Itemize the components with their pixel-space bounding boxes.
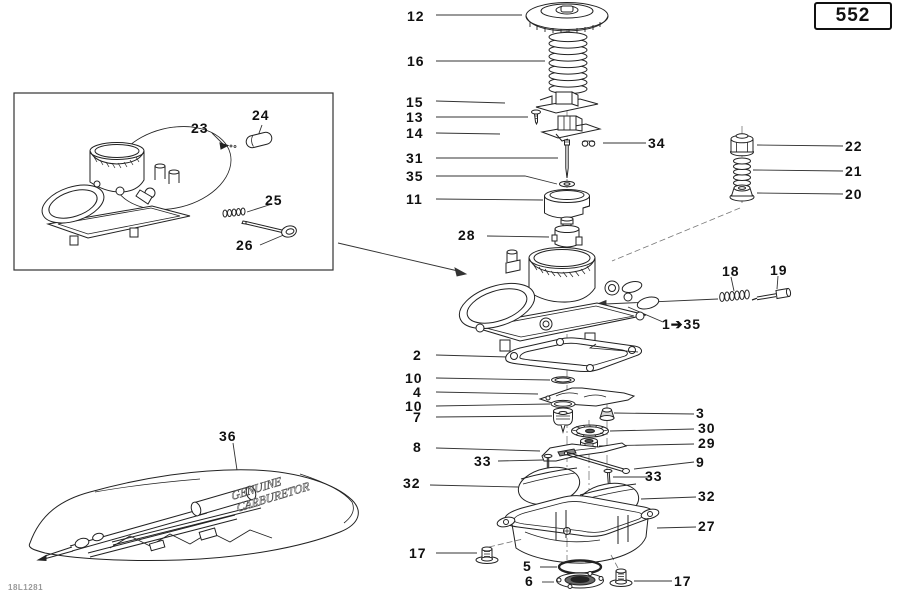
callout-13: 13 [406,109,424,125]
part-spring-25 [222,207,246,218]
part-pin-33-left [543,453,553,468]
part-oring-10-upper [551,376,575,384]
callout-8: 8 [413,439,422,455]
callout-28: 28 [458,227,476,243]
part-gasket-2 [505,337,642,373]
callout-4: 4 [413,384,422,400]
callout-18: 18 [722,263,740,279]
part-eclip-34 [581,140,596,147]
inset-carburetor-drawing [41,126,232,246]
callout-10b: 10 [405,398,423,414]
part-oring-10-lower [550,399,576,409]
callout-17a: 17 [409,545,427,561]
callout-3: 3 [696,405,705,421]
part-spring-21 [733,157,751,187]
callout-30: 30 [698,420,716,436]
part-oring-5 [557,559,603,575]
callout-6: 6 [525,573,534,589]
part-cap-3 [599,407,615,421]
part-bracket-14 [540,115,602,142]
callout-33b: 33 [645,468,663,484]
part-float-bowl-27 [496,495,660,564]
part-screw-23 [219,142,237,150]
callout-16: 16 [407,53,425,69]
callout-29: 29 [698,435,716,451]
part-screw-19 [751,287,792,301]
model-number-badge: 552 [814,2,892,30]
part-float-pin-9 [563,451,630,474]
callout-22: 22 [845,138,863,154]
callout-33a: 33 [474,453,492,469]
callout-25: 25 [265,192,283,208]
callout-7: 7 [413,409,422,425]
part-needle-jet-28 [551,216,583,248]
diagram-reference-code: 18L1281 [8,583,44,592]
callout-32b: 32 [698,488,716,504]
callout-19: 19 [770,262,788,278]
part-pin-33-right [603,468,613,485]
callout-11: 11 [406,191,423,207]
callout-14: 14 [406,125,424,141]
part-spring-18 [719,289,750,302]
part-adjuster-cap-12 [525,2,609,34]
carburetor-body-drawing [458,247,660,352]
callout-26: 26 [236,237,254,253]
part-jet-needle-31 [564,139,570,179]
callout-24: 24 [252,107,270,123]
callout-1-35: 1➔35 [662,316,702,332]
callout-20: 20 [845,186,863,202]
leader-lines [211,14,844,583]
part-screw-17-right [609,568,633,587]
part-spring-16 [548,31,588,95]
callout-23: 23 [191,120,209,136]
part-needle-valve-7 [553,407,573,434]
part-drain-plug-6 [556,571,604,589]
callout-2: 2 [413,347,422,363]
part-washer-35 [559,180,575,188]
callout-27: 27 [698,518,716,534]
part-washer-plate-30 [571,424,609,438]
part-adjuster-nut-22 [730,133,754,157]
inset-box [13,92,334,271]
callout-15: 15 [406,94,424,110]
callout-35: 35 [406,168,424,184]
callout-10a: 10 [405,370,423,386]
callout-9: 9 [696,454,705,470]
callout-34: 34 [648,135,666,151]
callout-5: 5 [523,558,532,574]
pointer-arrows [337,242,719,309]
part-throttle-slide-11 [544,189,590,219]
dashed-connectors [488,207,741,569]
callout-12: 12 [407,8,425,24]
part-cap-24 [245,131,273,149]
part-cap-20 [729,184,755,202]
part-float-arm-8 [541,442,628,462]
part-bracket-15 [535,91,599,114]
callout-36: 36 [219,428,237,444]
part-screw-26 [241,220,297,238]
part-screw-13 [531,109,541,126]
callout-17b: 17 [674,573,692,589]
part-repair-kit-36: GENUINE CARBURETOR [28,469,359,562]
callout-32a: 32 [403,475,421,491]
callout-31: 31 [406,150,424,166]
part-screw-17-left [475,546,499,564]
callout-21: 21 [845,163,863,179]
